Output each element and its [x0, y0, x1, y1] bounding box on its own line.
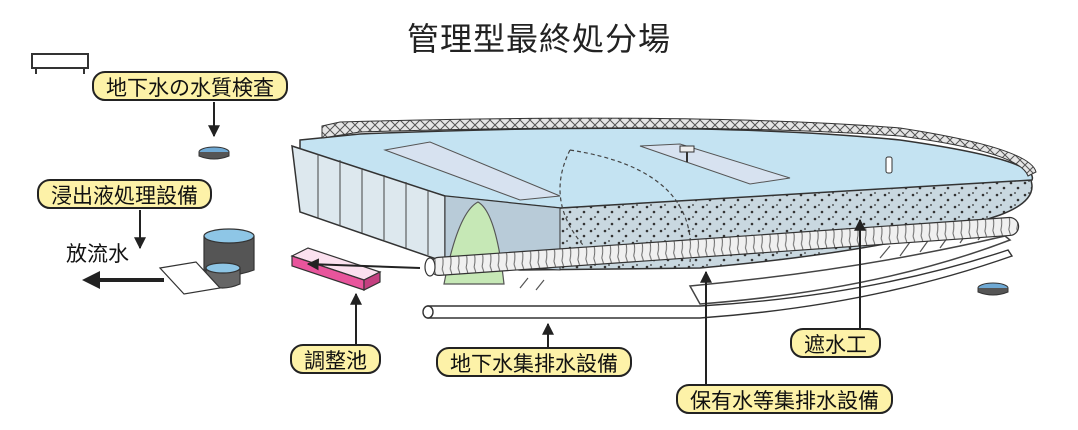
- treatment-tank-icon: [203, 228, 255, 289]
- monitoring-well-icon: [198, 146, 230, 160]
- monitoring-device-icon: [31, 53, 89, 74]
- flow-arrows: [134, 102, 866, 384]
- water-band-1: [383, 141, 561, 201]
- label-groundwater-drainage: 地下水集排水設備: [436, 347, 632, 377]
- discharge-plate: [158, 261, 222, 295]
- label-groundwater-inspection: 地下水の水質検査: [92, 71, 288, 101]
- label-regulation-pond: 調整池: [290, 344, 381, 374]
- monitoring-well-right-icon: [977, 282, 1009, 296]
- page-title: 管理型最終処分場: [406, 20, 671, 58]
- wall-ribs: [317, 154, 429, 255]
- groundwater-pipe: [427, 249, 1014, 319]
- discharge-arrow: [82, 271, 164, 289]
- label-discharge-water: 放流水: [66, 242, 129, 266]
- label-impermeable-works: 遮水工: [790, 328, 881, 358]
- water-fixture-icon: [679, 145, 893, 174]
- label-retained-water-drainage: 保有水等集排水設備: [676, 384, 893, 414]
- landfill-rim: [321, 117, 1037, 177]
- label-leachate-treatment: 浸出液処理設備: [37, 179, 212, 209]
- groundwater-pipe-end: [422, 305, 434, 319]
- water-band-2: [639, 143, 791, 185]
- ground-base: [688, 235, 1012, 305]
- regulation-pond-icon: [290, 247, 382, 291]
- pipe-end: [424, 257, 436, 277]
